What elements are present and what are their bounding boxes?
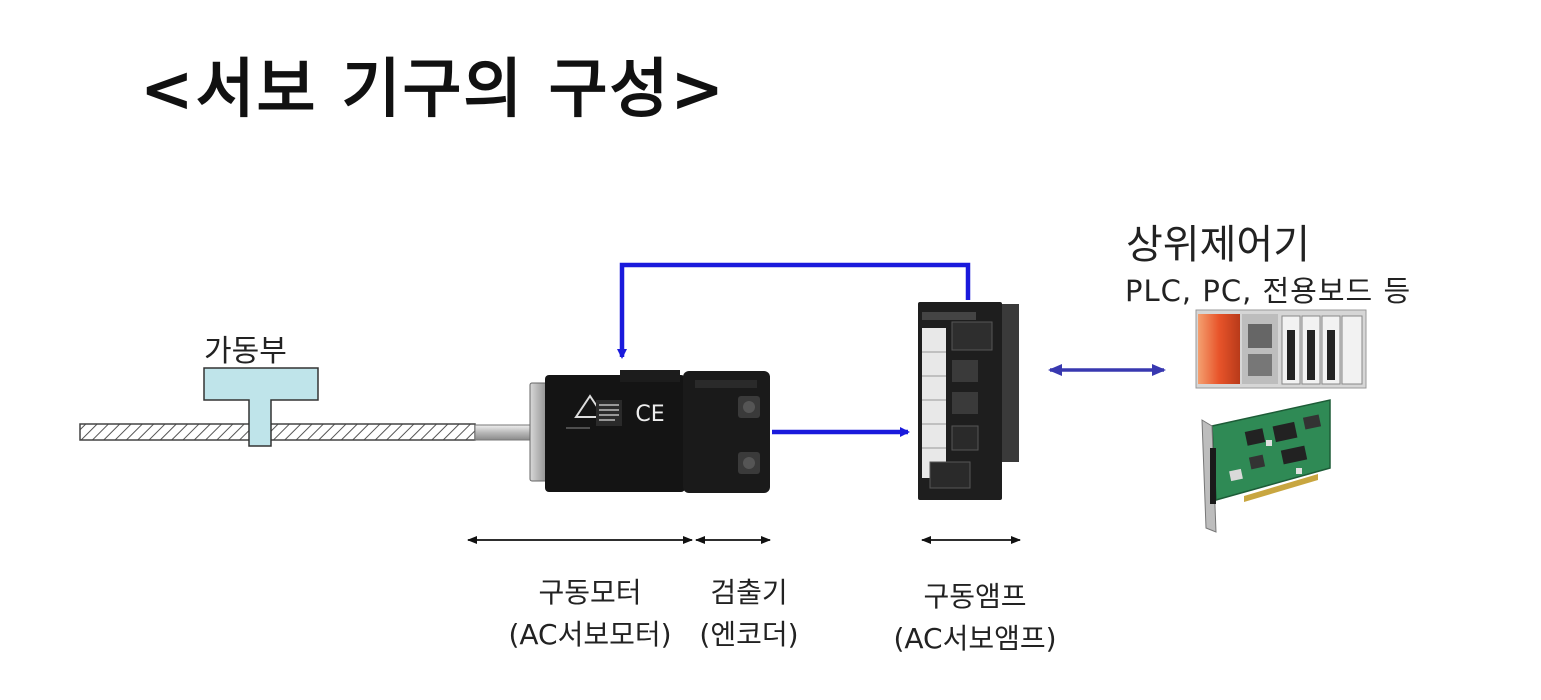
host-controller-label: 상위제어기 <box>1126 222 1310 268</box>
motion-control-board <box>1201 399 1331 533</box>
host-controller-examples: PLC, PC, 전용보드 등 <box>1125 274 1412 308</box>
guide-rail <box>79 423 476 441</box>
detector-label-line2: (엔코더) <box>699 618 799 651</box>
servo-motor: CE <box>529 370 685 492</box>
drive-motor-label-line2: (AC서보모터) <box>508 618 672 651</box>
detector-label: 검출기 (엔코더) <box>684 572 814 656</box>
drive-signal-arrow <box>617 262 971 359</box>
motor-shaft <box>474 424 534 441</box>
drive-amp-label-line2: (AC서보앰프) <box>893 622 1057 655</box>
drive-amp-label-line1: 구동앰프 <box>923 580 1027 613</box>
drive-motor-label: 구동모터 (AC서보모터) <box>470 572 710 656</box>
plc-rack <box>1195 309 1367 389</box>
drive-motor-label-line1: 구동모터 <box>538 576 642 609</box>
encoder <box>683 371 770 493</box>
moving-part <box>203 367 319 447</box>
servo-amplifier <box>918 302 1019 500</box>
drive-amp-label: 구동앰프 (AC서보앰프) <box>860 576 1090 660</box>
slide-title: <서보 기구의 구성> <box>140 53 726 127</box>
moving-part-label: 가동부 <box>204 334 287 369</box>
ce-mark: CE <box>635 402 664 427</box>
detector-label-line1: 검출기 <box>710 576 788 609</box>
